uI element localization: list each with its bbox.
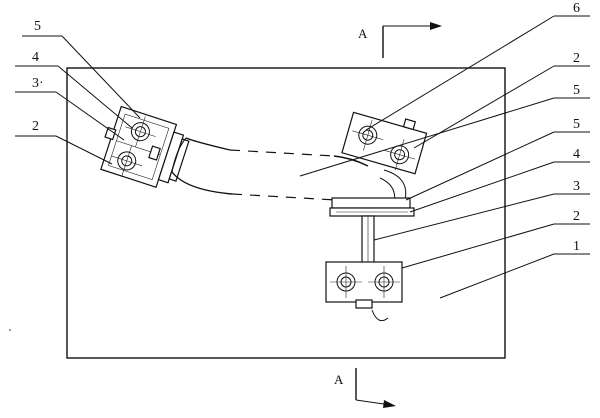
base-plate — [66, 67, 506, 359]
left-leaders — [15, 35, 141, 165]
workpiece-left-top — [185, 137, 231, 151]
right-leaders — [299, 15, 590, 299]
section-marker-top — [382, 22, 442, 58]
label-right-2a: 2 — [573, 51, 580, 66]
label-right-1: 1 — [573, 239, 580, 254]
left-clamp-assembly — [100, 105, 190, 188]
section-label-top: A — [358, 26, 368, 41]
press-plate — [331, 197, 411, 209]
label-right-5a: 5 — [573, 83, 580, 98]
stray-dot — [9, 329, 11, 331]
label-left-2: 2 — [32, 119, 39, 134]
label-right-6: 6 — [573, 1, 580, 16]
label-right-4: 4 — [573, 147, 580, 162]
label-right-5b: 5 — [573, 117, 580, 132]
workpiece-break-top — [229, 149, 335, 157]
label-left-5: 5 — [34, 19, 41, 34]
workpiece-left-bottom — [171, 171, 233, 195]
section-marker-bottom — [355, 368, 396, 408]
label-left-4: 4 — [32, 50, 39, 65]
label-right-3: 3 — [573, 179, 580, 194]
label-left-3: 3· — [32, 76, 44, 91]
label-right-2b: 2 — [573, 209, 580, 224]
right-upper-clamp — [341, 111, 428, 175]
lower-clamp — [325, 261, 403, 322]
workpiece-break-bottom — [231, 193, 337, 201]
section-label-bottom: A — [334, 372, 344, 387]
